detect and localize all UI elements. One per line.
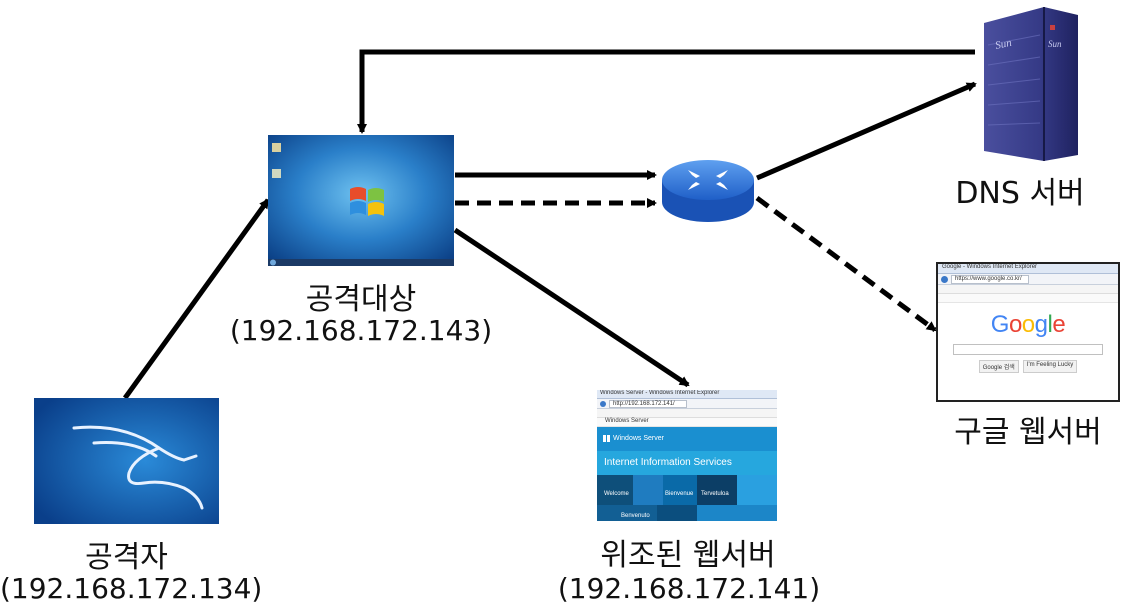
iis-tile-bienvenue: Bienvenue [665,491,694,497]
iis-tile-benvenuto: Benvenuto [621,513,650,519]
sun-logo-text: Sun [994,37,1013,52]
dns-name: DNS 서버 [955,176,1085,211]
target-ip: (192.168.172.143) [229,314,493,347]
windows-logo-icon [603,435,610,442]
iis-tile-welcome: Welcome [604,491,629,497]
target-desktop-screenshot [268,135,454,266]
iis-brand: Windows Server [613,435,664,442]
google-search-box [953,344,1103,355]
arrow-target-to-fake-web [453,227,690,388]
google-web-name: 구글 웹서버 [954,415,1102,450]
attacker-name: 공격자 [85,540,168,575]
attacker-kali-screenshot [34,398,219,524]
iis-banner: Internet Information Services [604,457,732,468]
google-lucky-button: I'm Feeling Lucky [1022,360,1078,373]
kali-dragon-icon [72,425,204,510]
arrow-attacker-to-target [122,198,271,400]
arrow-router-to-dns [756,81,977,181]
fake-web-iis-screenshot: Windows Server - Windows Internet Explor… [597,390,777,521]
arrow-router-to-google [755,195,937,333]
iis-address-bar: http://192.168.172.141/ [609,399,687,408]
iis-page: Windows Server Internet Information Serv… [597,427,777,521]
windows-logo-icon [350,187,384,216]
iis-tile-tervetuloa: Tervetuloa [701,491,729,497]
back-icon [600,400,606,407]
google-search-button: Google 검색 [978,360,1019,373]
google-logo: Google [990,311,1066,338]
google-browser-screenshot: Google - Windows Internet Explorer https… [936,262,1120,402]
iis-window-title: Windows Server - Windows Internet Explor… [600,390,720,396]
fake-web-name: 위조된 웹서버 [600,538,776,573]
back-icon [941,275,948,283]
attacker-ip: (192.168.172.134) [0,572,263,605]
dns-server-tower: Sun Sun [978,5,1082,161]
arrow-dns-to-target [357,49,975,134]
fake-web-ip: (192.168.172.141) [557,572,821,605]
google-address-bar: https://www.google.co.kr/ [951,274,1029,284]
target-name: 공격대상 [305,282,417,317]
iis-tab: Windows Server [605,418,649,424]
router-icon [660,158,756,226]
sun-logo-text-side: Sun [1048,39,1062,49]
google-window-title: Google - Windows Internet Explorer [942,264,1038,270]
